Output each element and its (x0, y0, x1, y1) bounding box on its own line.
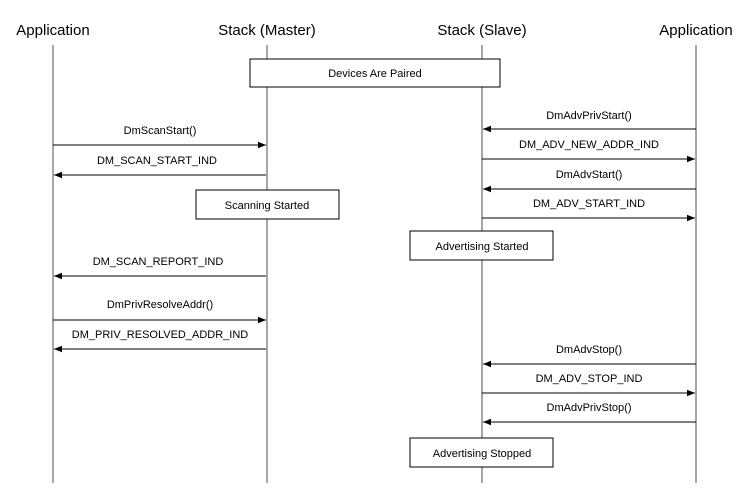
msg-dm-priv-resolve-addr-label: DmPrivResolveAddr() (107, 299, 213, 311)
lane-title-stack-slave: Stack (Slave) (437, 22, 526, 39)
msg-dm-adv-stop-ind-label: DM_ADV_STOP_IND (536, 373, 643, 385)
msg-dm-scan-report-ind-label: DM_SCAN_REPORT_IND (93, 256, 224, 268)
lane-title-stack-master: Stack (Master) (218, 22, 316, 39)
msg-dm-adv-new-addr-ind-label: DM_ADV_NEW_ADDR_IND (519, 139, 659, 151)
msg-dm-adv-priv-start-label: DmAdvPrivStart() (546, 110, 632, 122)
msg-dm-adv-priv-stop-label: DmAdvPrivStop() (547, 402, 632, 414)
msg-dm-scan-start-label: DmScanStart() (124, 125, 197, 137)
msg-dm-priv-resolved-addr-ind-label: DM_PRIV_RESOLVED_ADDR_IND (72, 329, 249, 341)
msg-dm-adv-stop-label: DmAdvStop() (556, 344, 622, 356)
lane-title-application-left: Application (16, 22, 89, 39)
note-advertising-started-label: Advertising Started (436, 241, 529, 253)
msg-dm-scan-start-ind-label: DM_SCAN_START_IND (97, 155, 217, 167)
note-advertising-stopped-label: Advertising Stopped (433, 448, 531, 460)
note-devices-paired-label: Devices Are Paired (328, 68, 422, 80)
note-devices-paired (249, 58, 501, 88)
note-advertising-started (409, 230, 554, 261)
note-advertising-stopped (409, 437, 554, 468)
note-scanning-started (195, 189, 340, 220)
msg-dm-adv-start-label: DmAdvStart() (556, 169, 623, 181)
msg-dm-adv-start-ind-label: DM_ADV_START_IND (533, 198, 645, 210)
note-scanning-started-label: Scanning Started (225, 200, 309, 212)
lane-title-application-right: Application (659, 22, 732, 39)
